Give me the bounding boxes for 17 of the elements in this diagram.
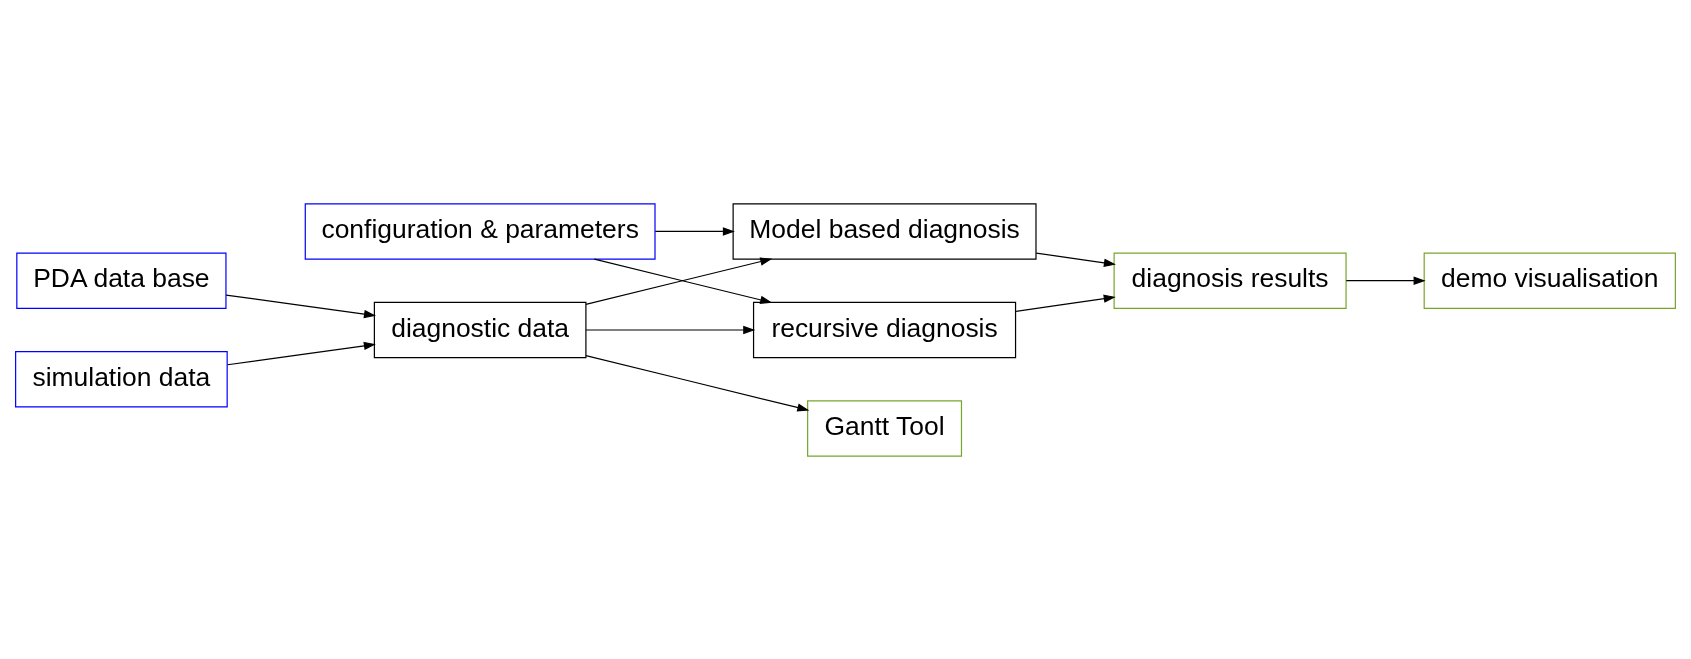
arrow [1015, 294, 1116, 312]
node-box: configuration & parameters [304, 202, 656, 260]
node-box: Gantt Tool [807, 399, 963, 457]
node-box: diagnostic data [373, 301, 587, 358]
node-box: demo visualisation [1423, 252, 1676, 309]
arrow [585, 325, 756, 334]
node-box: PDA data base [16, 252, 227, 309]
node-box: simulation data [15, 350, 228, 408]
node-box: diagnosis results [1113, 252, 1347, 309]
arrow [1345, 276, 1426, 285]
arrow [585, 354, 810, 412]
arrow [654, 226, 735, 236]
arrow [1035, 251, 1116, 267]
node-box: recursive diagnosis [752, 301, 1017, 358]
arrow [225, 293, 376, 318]
node-box: Model based diagnosis [732, 202, 1037, 260]
arrow [227, 341, 376, 365]
